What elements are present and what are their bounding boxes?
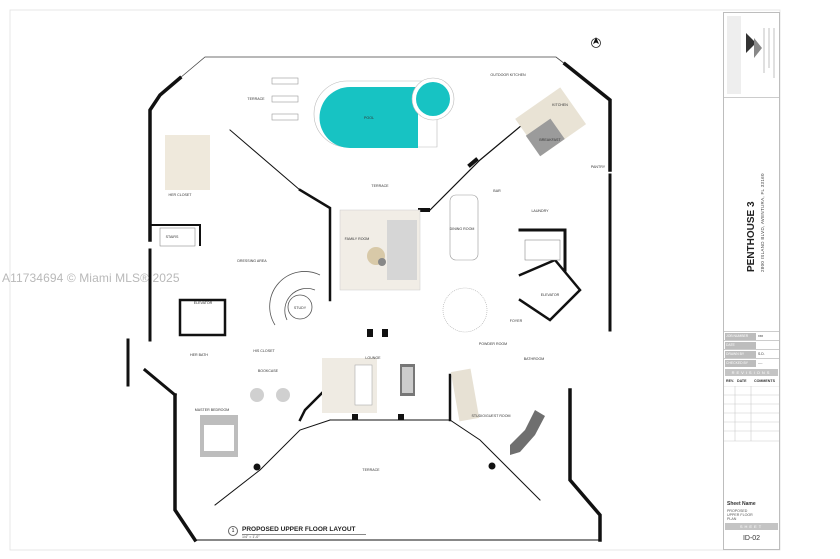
label-laundry: LAUNDRY [531,209,549,213]
title-block: PENTHOUSE 3 2800 ISLAND BLVD, AVENTURA, … [723,12,780,550]
project-name: PENTHOUSE 3 [746,201,757,272]
label-pantry: PANTRY [591,165,606,169]
watermark: A11734694 © Miami MLS® 2025 [2,271,180,285]
sheet-border [9,9,781,551]
label-elevator-right: ELEVATOR [541,293,560,297]
walls [126,61,612,543]
label-his-closet: HIS CLOSET [253,349,275,353]
label-lounge: LOUNGE [365,356,381,360]
project-title-area: PENTHOUSE 3 2800 ISLAND BLVD, AVENTURA, … [724,97,779,337]
field-checked-by: CHECKED BY---- [724,358,779,368]
label-dressing-area: DRESSING AREA [237,259,267,263]
terrace-outline-top [179,56,566,79]
label-foyer: FOYER [510,319,523,323]
label-outdoor-kitchen: OUTDOOR KITCHEN [490,73,526,77]
label-bar: BAR [493,189,501,193]
plan-title: PROPOSED UPPER FLOOR LAYOUT [242,526,356,533]
label-powder-room: POWDER ROOM [479,342,507,346]
north-arrow-icon [590,36,602,54]
revision-columns: REV. DATE COMMENTS [726,379,775,383]
label-study: STUDY [294,306,307,310]
label-studio-guest-room: STUDIO/GUEST ROOM [471,414,510,418]
firm-logo [724,13,779,98]
label-terrace-bottom: TERRACE [362,468,380,472]
label-bookcase: BOOKCASE [258,369,279,373]
pool [313,77,455,148]
lounge-chairs [271,77,299,121]
label-terrace-top: TERRACE [371,184,389,188]
field-date: DATE [724,340,779,350]
plan-scale: 1/4" = 1'-0" [242,535,260,539]
columns [253,329,496,471]
label-bathroom: BATHROOM [524,357,545,361]
plan-title-number: 1 [228,526,238,536]
label-kitchen: KITCHEN [552,103,568,107]
spiral-stair [269,271,321,326]
label-her-bath: HER BATH [190,353,208,357]
plan-title-underline [242,534,366,535]
sheet-name-label: Sheet Name [727,501,756,507]
stairs [159,227,561,261]
revisions-table [724,386,779,442]
label-terrace-upper-left: TERRACE [247,97,265,101]
sheet-number: ID-02 [742,535,761,542]
room-labels: POOL TERRACE TERRACE FAMILY ROOM DINING … [166,73,606,472]
sheet-name: PROPOSED UPPER FLOOR PLAN [727,509,753,521]
sheet-header: SHEET [725,523,778,530]
label-dining-room: DINING ROOM [450,227,475,231]
label-her-closet: HER CLOSET [169,193,193,197]
revisions-header: REVISIONS [725,369,778,376]
foyer-rug [442,287,488,333]
project-address: 2800 ISLAND BLVD, AVENTURA, FL 33160 [760,173,765,272]
furniture [165,87,587,457]
label-elevator-left: ELEVATOR [194,301,213,305]
label-stairs: STAIRS [166,235,179,239]
label-pool: POOL [364,116,374,120]
label-family-room: FAMILY ROOM [345,237,370,241]
label-breakfast: BREAKFAST [539,138,561,142]
label-master-bedroom: MASTER BEDROOM [195,408,230,412]
